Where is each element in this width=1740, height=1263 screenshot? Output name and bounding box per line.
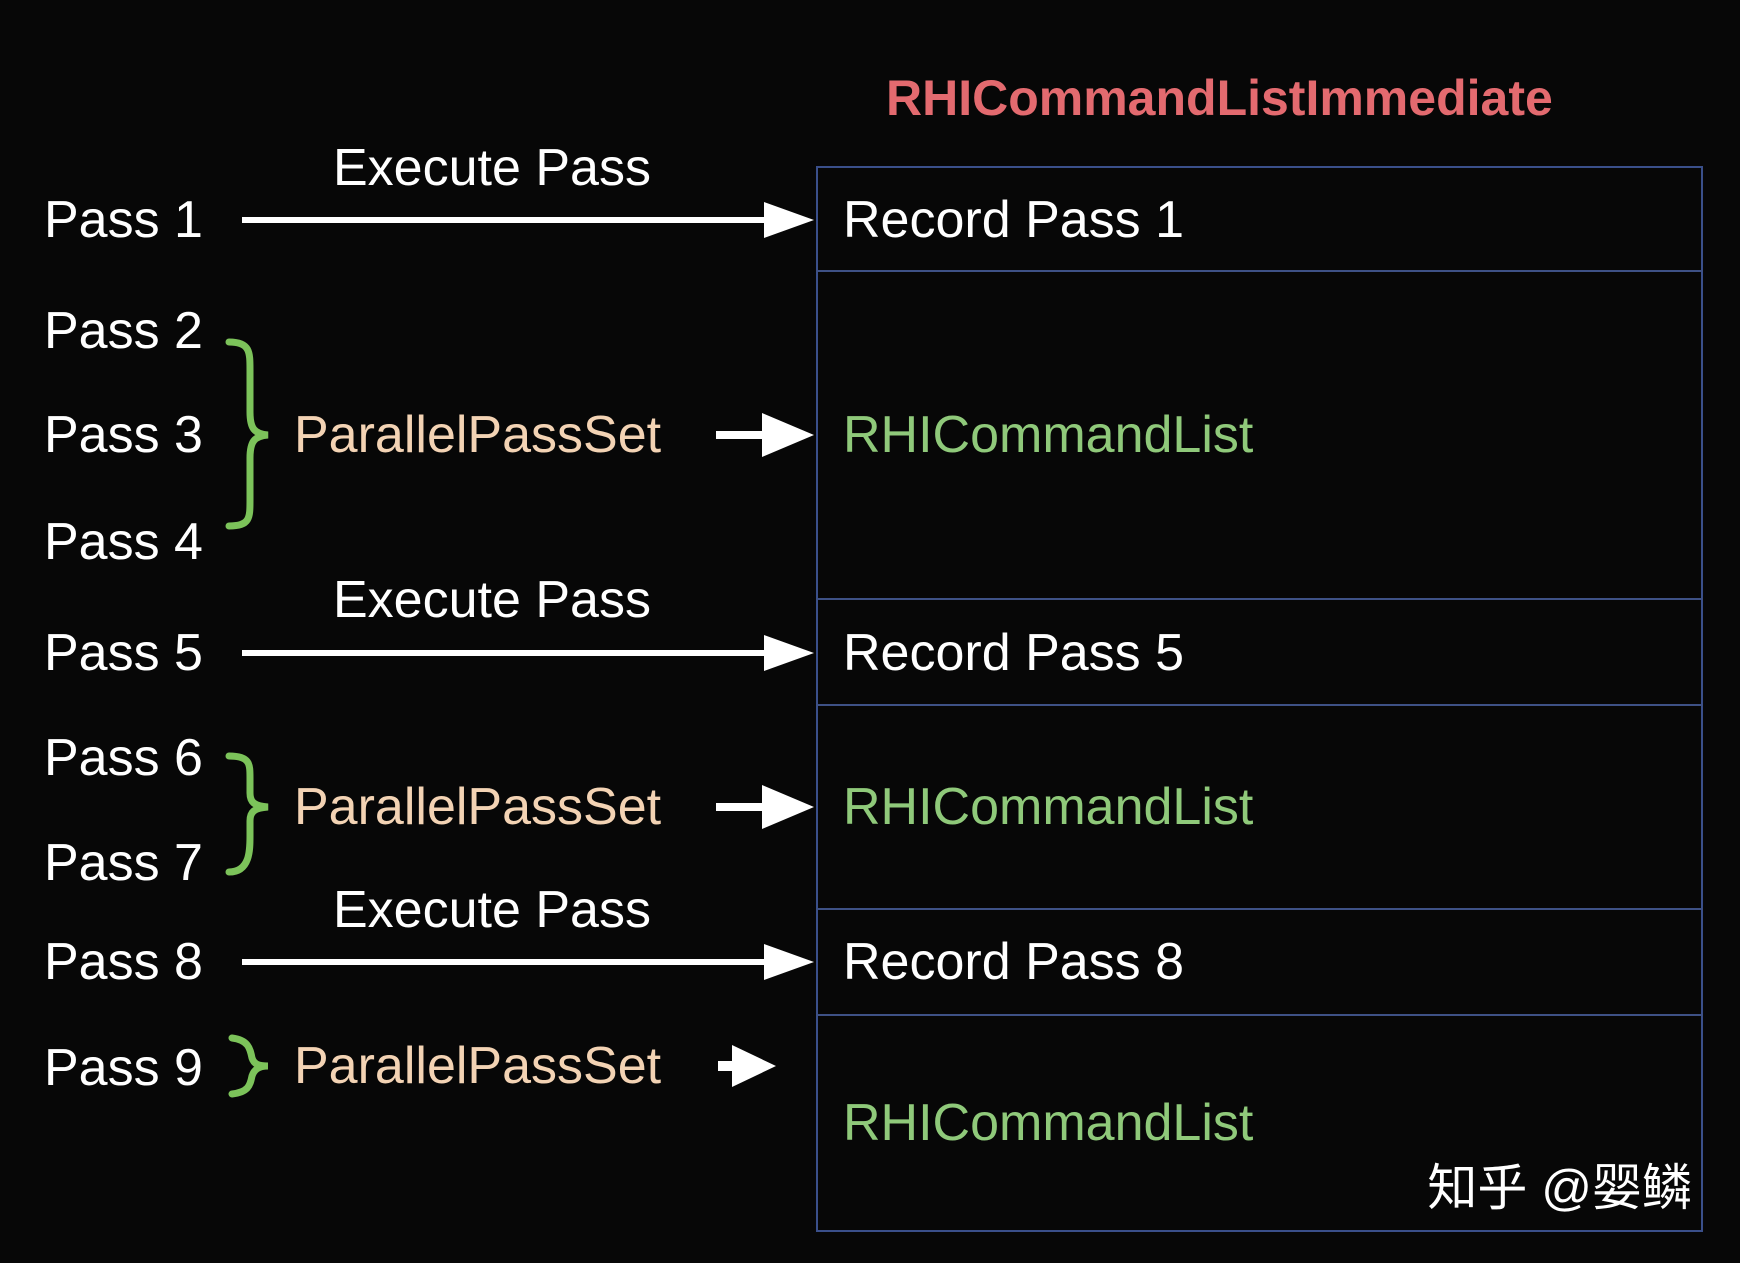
diagram-title: RHICommandListImmediate bbox=[886, 70, 1553, 126]
section-divider bbox=[816, 908, 1703, 910]
arrow-right-icon bbox=[242, 635, 814, 671]
pass-7-label: Pass 7 bbox=[44, 834, 203, 892]
arrow-right-icon bbox=[716, 413, 814, 457]
record-pass-1-label: Record Pass 1 bbox=[843, 191, 1185, 249]
arrow-right-icon bbox=[718, 1045, 776, 1087]
execute-pass-label: Execute Pass bbox=[333, 571, 651, 629]
rhi-command-list-label: RHICommandList bbox=[843, 1094, 1254, 1152]
pass-2-label: Pass 2 bbox=[44, 302, 203, 360]
execute-pass-label: Execute Pass bbox=[333, 139, 651, 197]
parallel-pass-set-label: ParallelPassSet bbox=[294, 778, 662, 836]
record-pass-5-label: Record Pass 5 bbox=[843, 624, 1185, 682]
pass-9-label: Pass 9 bbox=[44, 1039, 203, 1097]
pass-6-label: Pass 6 bbox=[44, 729, 203, 787]
execute-pass-label: Execute Pass bbox=[333, 881, 651, 939]
pass-4-label: Pass 4 bbox=[44, 513, 203, 571]
pass-1-label: Pass 1 bbox=[44, 191, 203, 249]
arrow-right-icon bbox=[716, 785, 814, 829]
arrow-right-icon bbox=[242, 944, 814, 980]
arrow-right-icon bbox=[242, 202, 814, 238]
parallel-pass-set-label: ParallelPassSet bbox=[294, 1037, 662, 1095]
curly-brace-icon bbox=[225, 338, 269, 530]
section-divider bbox=[816, 598, 1703, 600]
curly-brace-icon bbox=[228, 1034, 269, 1098]
parallel-pass-set-label: ParallelPassSet bbox=[294, 406, 662, 464]
record-pass-8-label: Record Pass 8 bbox=[843, 933, 1185, 991]
rhi-command-list-label: RHICommandList bbox=[843, 778, 1254, 836]
watermark: 知乎 @婴鳞 bbox=[1427, 1160, 1692, 1216]
command-list-immediate-box bbox=[816, 166, 1703, 1232]
pass-5-label: Pass 5 bbox=[44, 624, 203, 682]
section-divider bbox=[816, 1014, 1703, 1016]
rhi-command-list-label: RHICommandList bbox=[843, 406, 1254, 464]
pass-3-label: Pass 3 bbox=[44, 406, 203, 464]
curly-brace-icon bbox=[225, 752, 269, 876]
pass-8-label: Pass 8 bbox=[44, 933, 203, 991]
section-divider bbox=[816, 270, 1703, 272]
section-divider bbox=[816, 704, 1703, 706]
